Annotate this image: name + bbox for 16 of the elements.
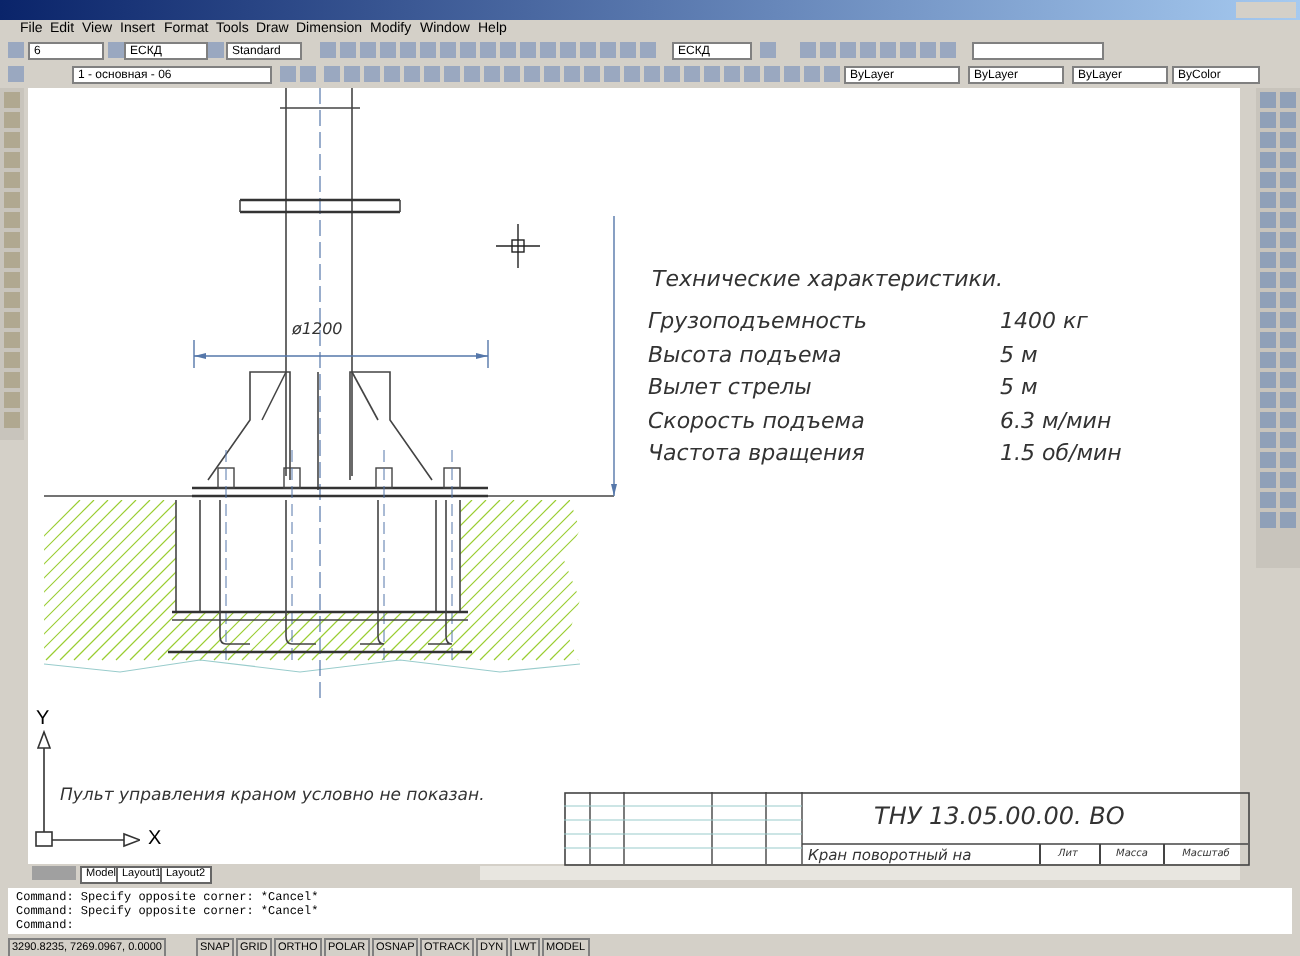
- spec-name: Высота подъема: [648, 341, 842, 367]
- spec-value: 1.5 об/мин: [1000, 440, 1122, 466]
- spec-value: 1400 кг: [1000, 308, 1088, 334]
- spec-value: 6.3 м/мин: [1000, 407, 1112, 433]
- spec-name: Скорость подъема: [648, 407, 865, 433]
- axis-label: Y: [36, 708, 50, 730]
- dimension-text: ø1200: [292, 320, 343, 338]
- drawing-number: ТНУ 13.05.00.00. ВО: [874, 802, 1125, 830]
- spec-name: Частота вращения: [648, 440, 865, 466]
- spec-name: Вылет стрелы: [648, 374, 812, 400]
- note-text: Пульт управления краном условно не показан.: [60, 786, 485, 806]
- axis-label: X: [148, 828, 162, 850]
- spec-value: 5 м: [1000, 341, 1038, 367]
- heading-text: Технические характеристики.: [652, 266, 1004, 292]
- spec-value: 5 м: [1000, 374, 1038, 400]
- spec-name: Грузоподъемность: [648, 308, 867, 334]
